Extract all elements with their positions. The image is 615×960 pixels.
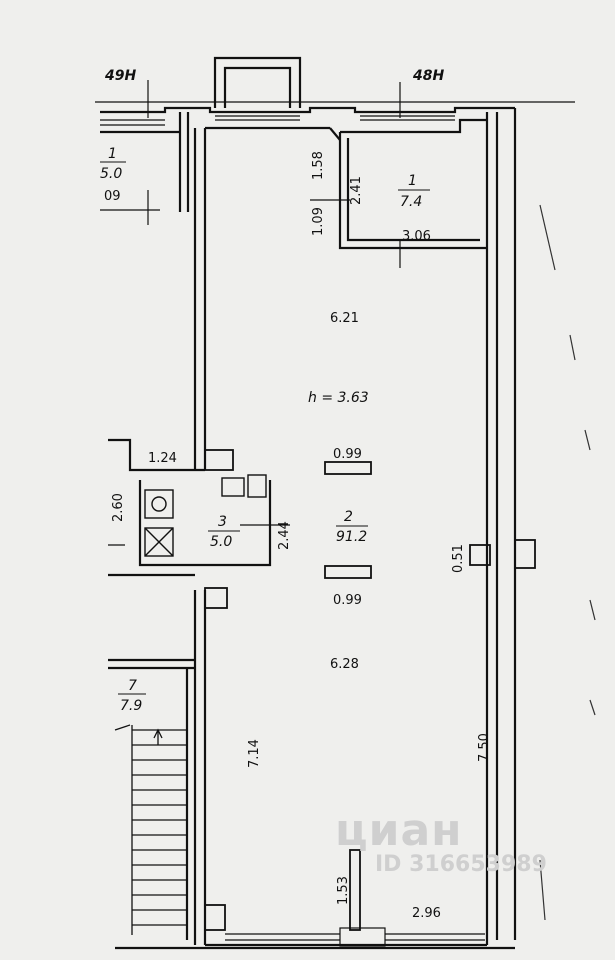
room-1-area: 7.4 bbox=[400, 194, 422, 210]
dim-621: 6.21 bbox=[330, 311, 359, 326]
room-7-area: 7.9 bbox=[120, 698, 142, 714]
dim-260: 2.60 bbox=[111, 493, 126, 522]
stairs bbox=[114, 724, 187, 935]
dim-158: 1.58 bbox=[311, 151, 326, 180]
room-7-number: 7 bbox=[128, 678, 137, 694]
dim-051: 0.51 bbox=[451, 544, 466, 573]
axis-label-right: 48Н bbox=[412, 68, 444, 84]
left-room-area: 5.0 bbox=[100, 166, 122, 182]
room-2-number: 2 bbox=[344, 509, 353, 525]
windows bbox=[100, 115, 485, 947]
ceiling-height: h = 3.63 bbox=[308, 390, 369, 406]
dimension-ticks bbox=[100, 190, 401, 546]
dim-750: 7.50 bbox=[477, 733, 492, 762]
room-1-number: 1 bbox=[408, 173, 417, 189]
dim-124: 1.24 bbox=[148, 451, 177, 466]
room-3-area: 5.0 bbox=[210, 534, 232, 550]
room-2-area: 91.2 bbox=[336, 529, 367, 545]
room-3-number: 3 bbox=[218, 514, 227, 530]
facade-marks bbox=[539, 204, 596, 921]
dim-306: 3.06 bbox=[402, 229, 431, 244]
left-room-dim: 09 bbox=[104, 189, 121, 204]
columns bbox=[204, 449, 536, 931]
dim-109: 1.09 bbox=[311, 207, 326, 236]
dim-153: 1.53 bbox=[336, 876, 351, 905]
bathroom-fixtures bbox=[144, 474, 267, 557]
dim-296: 2.96 bbox=[412, 906, 441, 921]
axis-lines bbox=[95, 80, 575, 118]
dim-241: 2.41 bbox=[349, 176, 364, 205]
dim-099-top: 0.99 bbox=[333, 447, 362, 462]
dim-628: 6.28 bbox=[330, 657, 359, 672]
walls bbox=[100, 56, 517, 950]
axis-label-left: 49Н bbox=[104, 68, 136, 84]
left-room-number: 1 bbox=[108, 146, 117, 162]
dim-714: 7.14 bbox=[247, 739, 262, 768]
dim-099-bottom: 0.99 bbox=[333, 593, 362, 608]
dim-244: 2.44 bbox=[277, 521, 292, 550]
